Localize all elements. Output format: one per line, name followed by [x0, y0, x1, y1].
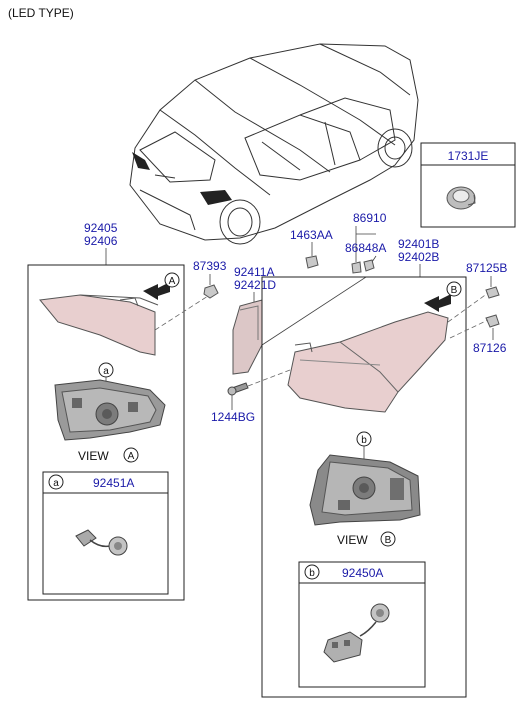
right-lamp-group-box: [261, 276, 467, 698]
clip-86848A-icon: [351, 261, 362, 274]
screw-1244BG-icon: [227, 382, 249, 396]
outer-tail-lamp-illustration: [287, 311, 449, 413]
svg-text:b: b: [361, 435, 367, 446]
svg-text:a: a: [53, 478, 59, 489]
part-number-92405[interactable]: 92405: [84, 221, 118, 235]
left-lamp-group-box: [27, 264, 185, 601]
part-number-92406[interactable]: 92406: [84, 234, 118, 248]
part-box-92451A: a 92451A: [42, 471, 169, 595]
view-b-arrow: [424, 294, 451, 312]
svg-text:a: a: [103, 366, 109, 377]
view-a-label: VIEW: [78, 449, 109, 463]
callout-a-circle-upper: a: [98, 362, 114, 378]
part-number-87393[interactable]: 87393: [193, 259, 227, 273]
screw-87125B-icon: [485, 286, 500, 299]
svg-text:b: b: [309, 568, 315, 579]
svg-text:A: A: [169, 276, 176, 287]
part-number-92401B[interactable]: 92401B: [398, 237, 439, 251]
part-number-1463AA[interactable]: 1463AA: [290, 228, 333, 242]
callout-A-circle: A: [164, 272, 180, 288]
view-b-label: VIEW: [337, 533, 368, 547]
callout-B-circle: B: [446, 281, 462, 297]
garnish-92411A-illustration: [232, 299, 263, 375]
socket-harness-b-icon: [323, 603, 390, 663]
socket-harness-icon: [75, 529, 128, 556]
svg-text:B: B: [385, 535, 392, 546]
part-number-1731JE[interactable]: 1731JE: [448, 149, 489, 163]
view-b-callout-circle: B: [380, 531, 396, 547]
part-number-1244BG[interactable]: 1244BG: [211, 410, 255, 424]
view-a-arrow: [143, 282, 170, 300]
callout-b-circle-upper: b: [356, 431, 372, 447]
vehicle-illustration: [129, 43, 419, 245]
view-b-housing-illustration: [309, 454, 421, 526]
part-number-87125B[interactable]: 87125B: [466, 261, 507, 275]
part-number-87126[interactable]: 87126: [473, 341, 507, 355]
part-number-86848A[interactable]: 86848A: [345, 241, 386, 255]
screw-87126-icon: [485, 314, 500, 328]
part-number-92450A[interactable]: 92450A: [342, 566, 383, 580]
inner-tail-lamp-illustration: [39, 294, 159, 356]
part-number-92451A[interactable]: 92451A: [93, 476, 134, 490]
part-number-92411A[interactable]: 92411A: [234, 265, 274, 279]
clip-1463AA-icon: [305, 255, 319, 269]
diagram-title: (LED TYPE): [8, 6, 74, 20]
part-box-92450A: b 92450A: [298, 561, 426, 688]
part-box-1731JE: 1731JE: [420, 142, 516, 228]
svg-text:B: B: [451, 285, 458, 296]
svg-text:A: A: [128, 451, 135, 462]
part-number-92402B[interactable]: 92402B: [398, 250, 439, 264]
clip-86910-icon: [363, 259, 375, 272]
view-a-housing-illustration: [54, 379, 166, 441]
view-a-callout-circle: A: [123, 447, 139, 463]
nut-87393-icon: [203, 284, 219, 299]
grommet-icon: [446, 186, 476, 210]
part-number-92421D[interactable]: 92421D: [234, 278, 276, 292]
part-number-86910[interactable]: 86910: [353, 211, 387, 225]
